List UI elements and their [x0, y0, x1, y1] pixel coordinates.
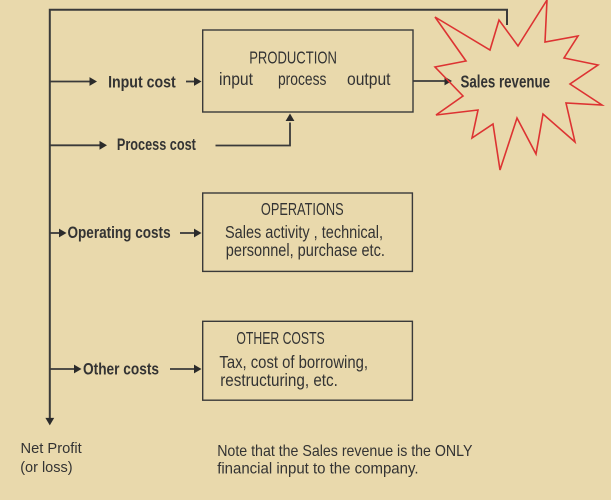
svg-text:personnel, purchase etc.: personnel, purchase etc.: [226, 240, 385, 260]
svg-text:Input cost: Input cost: [108, 72, 176, 91]
svg-text:financial input to the company: financial input to the company.: [217, 461, 418, 478]
svg-text:Operating costs: Operating costs: [68, 223, 171, 242]
svg-text:OTHER COSTS: OTHER COSTS: [236, 328, 324, 348]
svg-text:Other costs: Other costs: [83, 359, 159, 378]
svg-text:Process cost: Process cost: [117, 135, 196, 154]
svg-text:Sales activity , technical,: Sales activity , technical,: [225, 222, 383, 242]
svg-text:Net Profit: Net Profit: [21, 440, 83, 457]
svg-text:input: input: [219, 69, 253, 89]
svg-text:(or loss): (or loss): [20, 459, 72, 476]
svg-text:process: process: [278, 69, 326, 89]
svg-text:Tax, cost of borrowing,: Tax, cost of borrowing,: [219, 352, 368, 372]
svg-text:output: output: [347, 69, 391, 89]
svg-text:PRODUCTION: PRODUCTION: [249, 47, 337, 67]
svg-text:OPERATIONS: OPERATIONS: [261, 199, 344, 219]
svg-text:Note that the Sales revenue is: Note that the Sales revenue is the ONLY: [217, 443, 473, 460]
svg-text:restructuring, etc.: restructuring, etc.: [220, 370, 338, 390]
svg-text:Sales revenue: Sales revenue: [461, 72, 551, 92]
